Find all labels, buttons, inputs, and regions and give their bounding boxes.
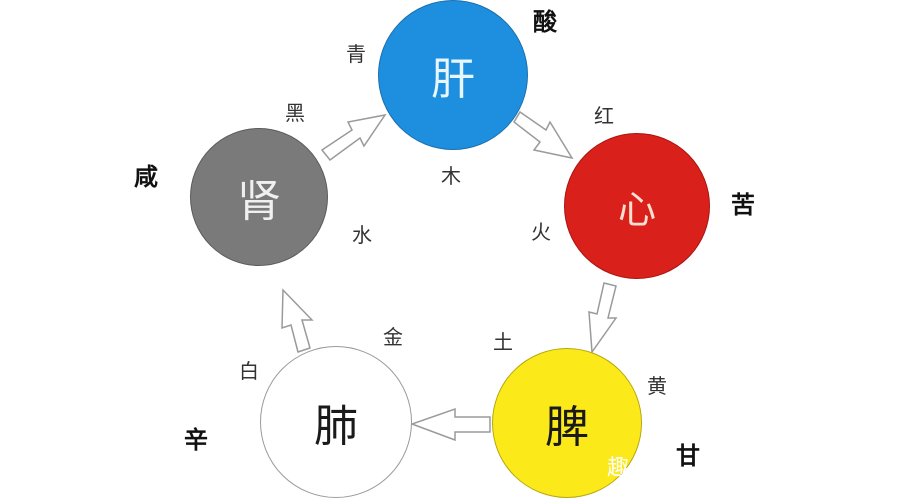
spleen-taste: 甘 bbox=[676, 441, 700, 470]
arrow-lung-to-kidney bbox=[281, 288, 314, 353]
lung-element: 金 bbox=[383, 325, 403, 349]
arrow-kidney-to-liver bbox=[320, 113, 387, 162]
liver-element: 木 bbox=[441, 164, 461, 188]
lung-color: 白 bbox=[239, 359, 259, 383]
liver-label: 肝 bbox=[431, 54, 475, 105]
heart-taste: 苦 bbox=[731, 190, 755, 219]
lung-label: 肺 bbox=[314, 401, 358, 452]
liver-circle: 肝 bbox=[378, 0, 528, 150]
kidney-label: 肾 bbox=[237, 176, 281, 227]
heart-color: 红 bbox=[594, 104, 614, 128]
lung-circle: 肺 bbox=[260, 346, 412, 498]
arrow-spleen-to-lung bbox=[409, 407, 491, 442]
spleen-element: 土 bbox=[493, 330, 513, 354]
kidney-element: 水 bbox=[352, 223, 372, 247]
spleen-color: 黄 bbox=[647, 374, 667, 398]
kidney-taste: 咸 bbox=[134, 162, 158, 191]
kidney-color: 黑 bbox=[285, 101, 305, 125]
liver-taste: 酸 bbox=[533, 7, 557, 36]
heart-label: 心 bbox=[617, 187, 656, 232]
heart-element: 火 bbox=[531, 220, 551, 244]
arrow-liver-to-heart bbox=[513, 110, 574, 160]
liver-color: 青 bbox=[346, 42, 366, 66]
heart-circle: 心 bbox=[564, 133, 710, 279]
arrow-heart-to-spleen bbox=[588, 282, 618, 355]
lung-taste: 辛 bbox=[184, 425, 208, 454]
kidney-circle: 肾 bbox=[190, 128, 328, 266]
watermark: 趣 bbox=[607, 456, 630, 481]
spleen-label: 脾 bbox=[545, 402, 589, 453]
spleen-circle: 脾 bbox=[492, 348, 642, 498]
